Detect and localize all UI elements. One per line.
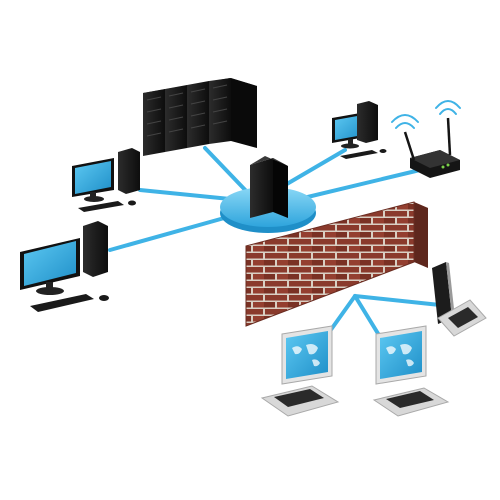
wifi-signal-icon — [391, 100, 461, 129]
wifi-router[interactable] — [391, 100, 461, 178]
antenna-left — [403, 131, 416, 161]
server-rack[interactable] — [143, 78, 257, 156]
monitor-base — [341, 143, 359, 149]
firewall-front — [245, 201, 415, 327]
server-tower-front — [250, 158, 273, 218]
mouse-icon — [99, 295, 109, 301]
laptop-left[interactable] — [260, 325, 340, 417]
hub-server[interactable] — [220, 156, 316, 233]
laptop-screen-world-map-icon — [286, 331, 328, 379]
laptop-keyboard — [448, 307, 478, 328]
monitor-screen-icon — [335, 115, 363, 140]
server-tower-top — [250, 156, 288, 166]
laptop-center[interactable] — [372, 325, 450, 417]
cable-to-wifi-router — [293, 168, 422, 202]
laptop-keyboard — [386, 391, 434, 408]
monitor-screen-icon — [24, 241, 76, 286]
rack-unit-4 — [209, 78, 231, 144]
monitor-screen-icon — [75, 161, 111, 194]
mouse-icon — [128, 200, 136, 206]
mouse-icon — [379, 149, 387, 153]
cable-to-desktop-left — [108, 213, 237, 252]
tower-case — [83, 221, 108, 277]
desktop-left[interactable] — [20, 221, 109, 312]
server-tower-side — [273, 158, 288, 218]
cables — [108, 146, 442, 347]
laptop-right[interactable] — [432, 262, 487, 337]
router-led — [441, 165, 445, 169]
monitor-stand — [46, 282, 53, 290]
cable-to-desktop-top-right — [278, 148, 347, 190]
laptop-lid-edge — [446, 262, 455, 318]
cable-to-server-rack — [203, 146, 252, 197]
rack-unit-2 — [165, 85, 187, 152]
laptop-keyboard — [274, 389, 324, 407]
world-map-continents — [386, 344, 414, 367]
keyboard-icon — [78, 201, 124, 212]
router-led — [446, 163, 450, 167]
monitor-stand — [90, 192, 96, 198]
rack-unit-3 — [187, 81, 209, 148]
keyboard-icon — [30, 294, 94, 312]
router-top — [410, 150, 460, 168]
monitor-base — [84, 196, 104, 202]
rack-side — [231, 78, 257, 148]
antenna-right — [446, 117, 452, 156]
tower-case — [357, 101, 378, 143]
laptop-lid — [432, 262, 452, 324]
world-map-continents — [292, 344, 320, 367]
firewall-side — [414, 202, 428, 268]
monitor-stand — [348, 139, 353, 145]
desktop-top-right[interactable] — [332, 101, 387, 159]
laptop-screen-world-map-icon — [380, 331, 422, 379]
tower-case — [118, 148, 140, 194]
rack-unit-1 — [143, 89, 165, 156]
desktop-top-left[interactable] — [72, 148, 140, 212]
firewall[interactable] — [245, 201, 428, 327]
cable-to-desktop-top-left — [138, 188, 242, 202]
monitor-base — [36, 287, 64, 295]
keyboard-icon — [340, 150, 378, 159]
cable-to-laptop-right — [353, 294, 442, 307]
